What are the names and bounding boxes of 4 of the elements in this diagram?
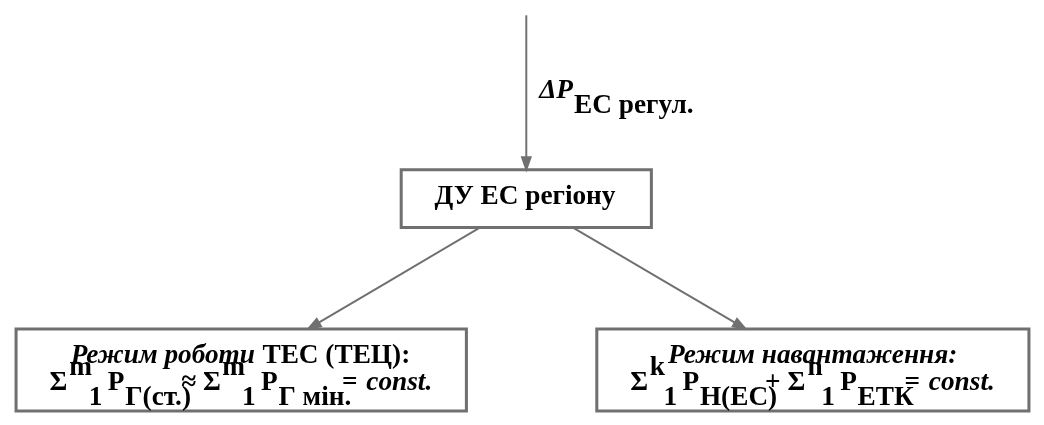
arrow bbox=[305, 226, 481, 331]
node-box: ДУ ЕС регіону bbox=[399, 168, 653, 229]
arrow bbox=[520, 14, 532, 173]
arrow bbox=[571, 226, 748, 331]
